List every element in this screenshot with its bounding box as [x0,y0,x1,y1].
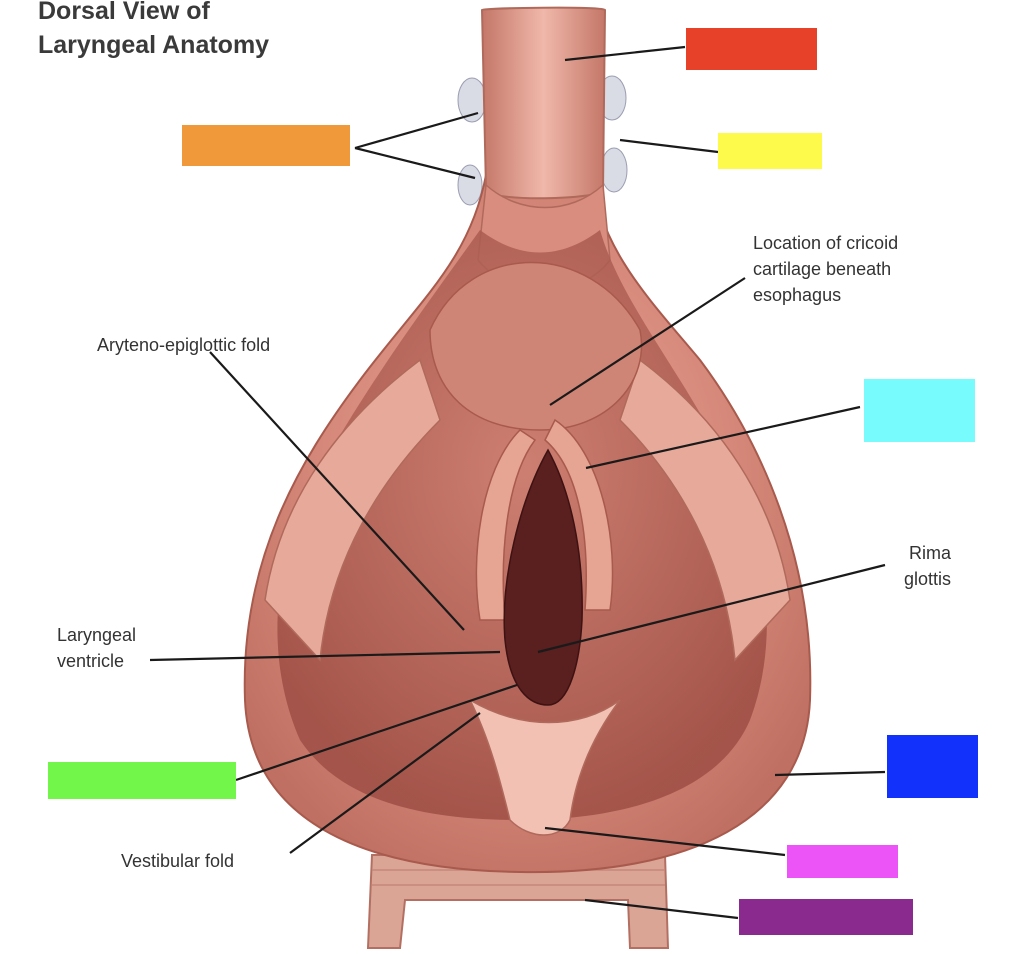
label-cricoid-line-3: esophagus [753,285,842,305]
label-rima-line-2: glottis [903,569,951,589]
tracheal-ring-right-2 [600,147,628,193]
answer-box-red[interactable] [686,28,817,70]
answer-box-blue[interactable] [887,735,978,798]
answer-box-purple[interactable] [739,899,913,935]
tracheal-ring-left-2 [457,164,483,206]
answer-box-magenta[interactable] [787,845,898,878]
label-ventricle-line-2: ventricle [57,651,125,671]
label-vestibular-fold: Vestibular fold [121,851,235,871]
rima-glottis-opening [503,448,583,706]
answer-box-yellow[interactable] [718,133,822,169]
label-cricoid-location: Location of cricoid cartilage beneath es… [753,230,898,308]
answer-box-green[interactable] [48,762,236,799]
diagram-title: Dorsal View of Laryngeal Anatomy [38,0,269,62]
label-rima-line-1: Rima [908,543,951,563]
title-line-2: Laryngeal Anatomy [38,31,270,59]
esophagus-tube [480,6,607,200]
trachea-stump [366,854,670,949]
answer-box-cyan[interactable] [864,379,975,442]
label-ventricle-line-1: Laryngeal [57,625,137,645]
label-cricoid-line-2: cartilage beneath [753,259,892,279]
label-rima-glottis: Rima glottis [886,540,951,592]
title-line-1: Dorsal View of [38,0,210,25]
leader-lines [149,45,886,920]
cricoid-bulge [429,261,643,431]
answer-box-orange[interactable] [182,125,350,166]
label-aryteno-epiglottic-fold: Aryteno-epiglottic fold [97,335,271,355]
label-cricoid-line-1: Location of cricoid [753,233,899,253]
label-laryngeal-ventricle: Laryngeal ventricle [57,622,136,674]
